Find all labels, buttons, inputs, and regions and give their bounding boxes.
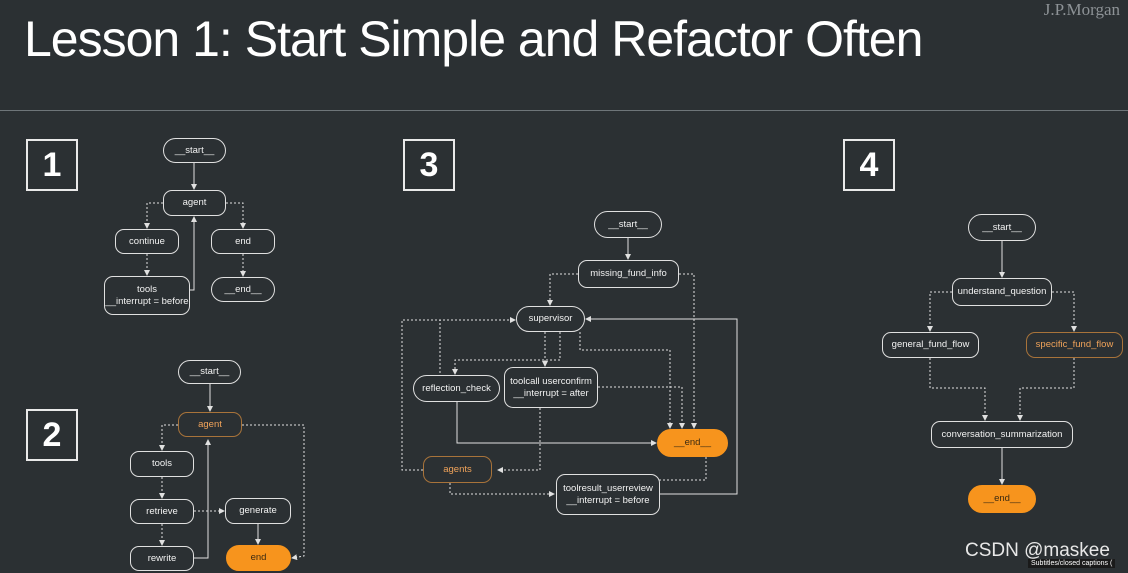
- p3-missing-fund-info-node: missing_fund_info: [578, 260, 679, 288]
- p1-tools-label: tools: [136, 283, 158, 295]
- brand-logo: J.P.Morgan: [1043, 0, 1120, 19]
- title-divider: [0, 110, 1128, 111]
- p3-toolresult-label: toolresult_userreview: [563, 482, 653, 494]
- edge-toolcall-end-3: [598, 386, 685, 429]
- p2-end-node: end: [226, 545, 291, 571]
- p2-tools-node: tools: [130, 451, 194, 477]
- p3-toolresult-interrupt: __interrupt = before: [566, 494, 650, 506]
- p1-tools-interrupt: __interrupt = before: [105, 295, 189, 307]
- p1-end-terminal-node: __end__: [211, 277, 275, 302]
- p2-start-node: __start__: [178, 360, 241, 384]
- p4-general-fund-flow-node: general_fund_flow: [882, 332, 979, 358]
- p2-generate-node: generate: [225, 498, 291, 524]
- p3-agents-node: agents: [423, 456, 492, 483]
- p2-agent-node: agent: [178, 412, 242, 437]
- edge-agent-continue-1: [144, 202, 163, 229]
- p1-end-node: end: [211, 229, 275, 254]
- edge-understand-general-4: [927, 291, 952, 332]
- edge-missing-supervisor-3: [547, 273, 578, 306]
- caption-control-bar[interactable]: Subtitles/closed captions (: [1028, 559, 1116, 568]
- edge-missing-end-3: [679, 273, 697, 429]
- p3-start-node: __start__: [594, 211, 662, 238]
- edge-agent-end-2: [242, 424, 305, 561]
- edge-understand-specific-4: [1052, 291, 1077, 332]
- p4-understand-question-node: understand_question: [952, 278, 1052, 306]
- p4-start-node: __start__: [968, 214, 1036, 241]
- edge-toolcall-agents-3: [497, 408, 541, 473]
- p3-end-node: __end__: [657, 429, 728, 457]
- edge-reflection-supervisor-3: [439, 317, 516, 384]
- edge-specific-summ-4: [1017, 358, 1075, 421]
- p1-start-node: __start__: [163, 138, 226, 163]
- p3-toolresult-node: toolresult_userreview__interrupt = befor…: [556, 474, 660, 515]
- p3-toolcall-label: toolcall userconfirm: [510, 375, 592, 387]
- p4-specific-fund-flow-node: specific_fund_flow: [1026, 332, 1123, 358]
- p1-continue-node: continue: [115, 229, 179, 254]
- csdn-watermark: CSDN @maskee: [965, 540, 1110, 561]
- edge-reflection-end-3: [456, 402, 657, 446]
- p1-tools-node: tools__interrupt = before: [104, 276, 190, 315]
- edge-toolresult-end-3: [659, 457, 707, 481]
- p2-rewrite-node: rewrite: [130, 546, 194, 571]
- p3-supervisor-node: supervisor: [516, 306, 585, 332]
- p3-toolcall-interrupt: __interrupt = after: [513, 387, 589, 399]
- p3-toolcall-node: toolcall userconfirm__interrupt = after: [504, 367, 598, 408]
- edge-agents-supervisor-3: [401, 319, 515, 471]
- p2-retrieve-node: retrieve: [130, 499, 194, 524]
- edge-supervisor-end-3: [579, 332, 673, 429]
- edge-agent-end-1: [226, 202, 246, 229]
- p4-end-node: __end__: [968, 485, 1036, 513]
- page-title: Lesson 1: Start Simple and Refactor Ofte…: [24, 11, 923, 67]
- edge-tools-agent-1: [190, 216, 197, 291]
- edge-agents-toolresult-3: [449, 483, 555, 497]
- panel-1-number: 1: [26, 139, 78, 191]
- panel-2-number: 2: [26, 409, 78, 461]
- edge-supervisor-reflection-3: [452, 332, 561, 375]
- panel-3-number: 3: [403, 139, 455, 191]
- p3-reflection-check-node: reflection_check: [413, 375, 500, 402]
- p1-agent-node: agent: [163, 190, 226, 216]
- p4-conversation-summarization-node: conversation_summarization: [931, 421, 1073, 448]
- edge-toolresult-supervisor-3: [585, 316, 738, 495]
- edge-agent-tools-2: [159, 424, 178, 451]
- edge-rewrite-agent-2: [194, 439, 211, 559]
- edge-general-summ-4: [929, 358, 988, 421]
- panel-4-number: 4: [843, 139, 895, 191]
